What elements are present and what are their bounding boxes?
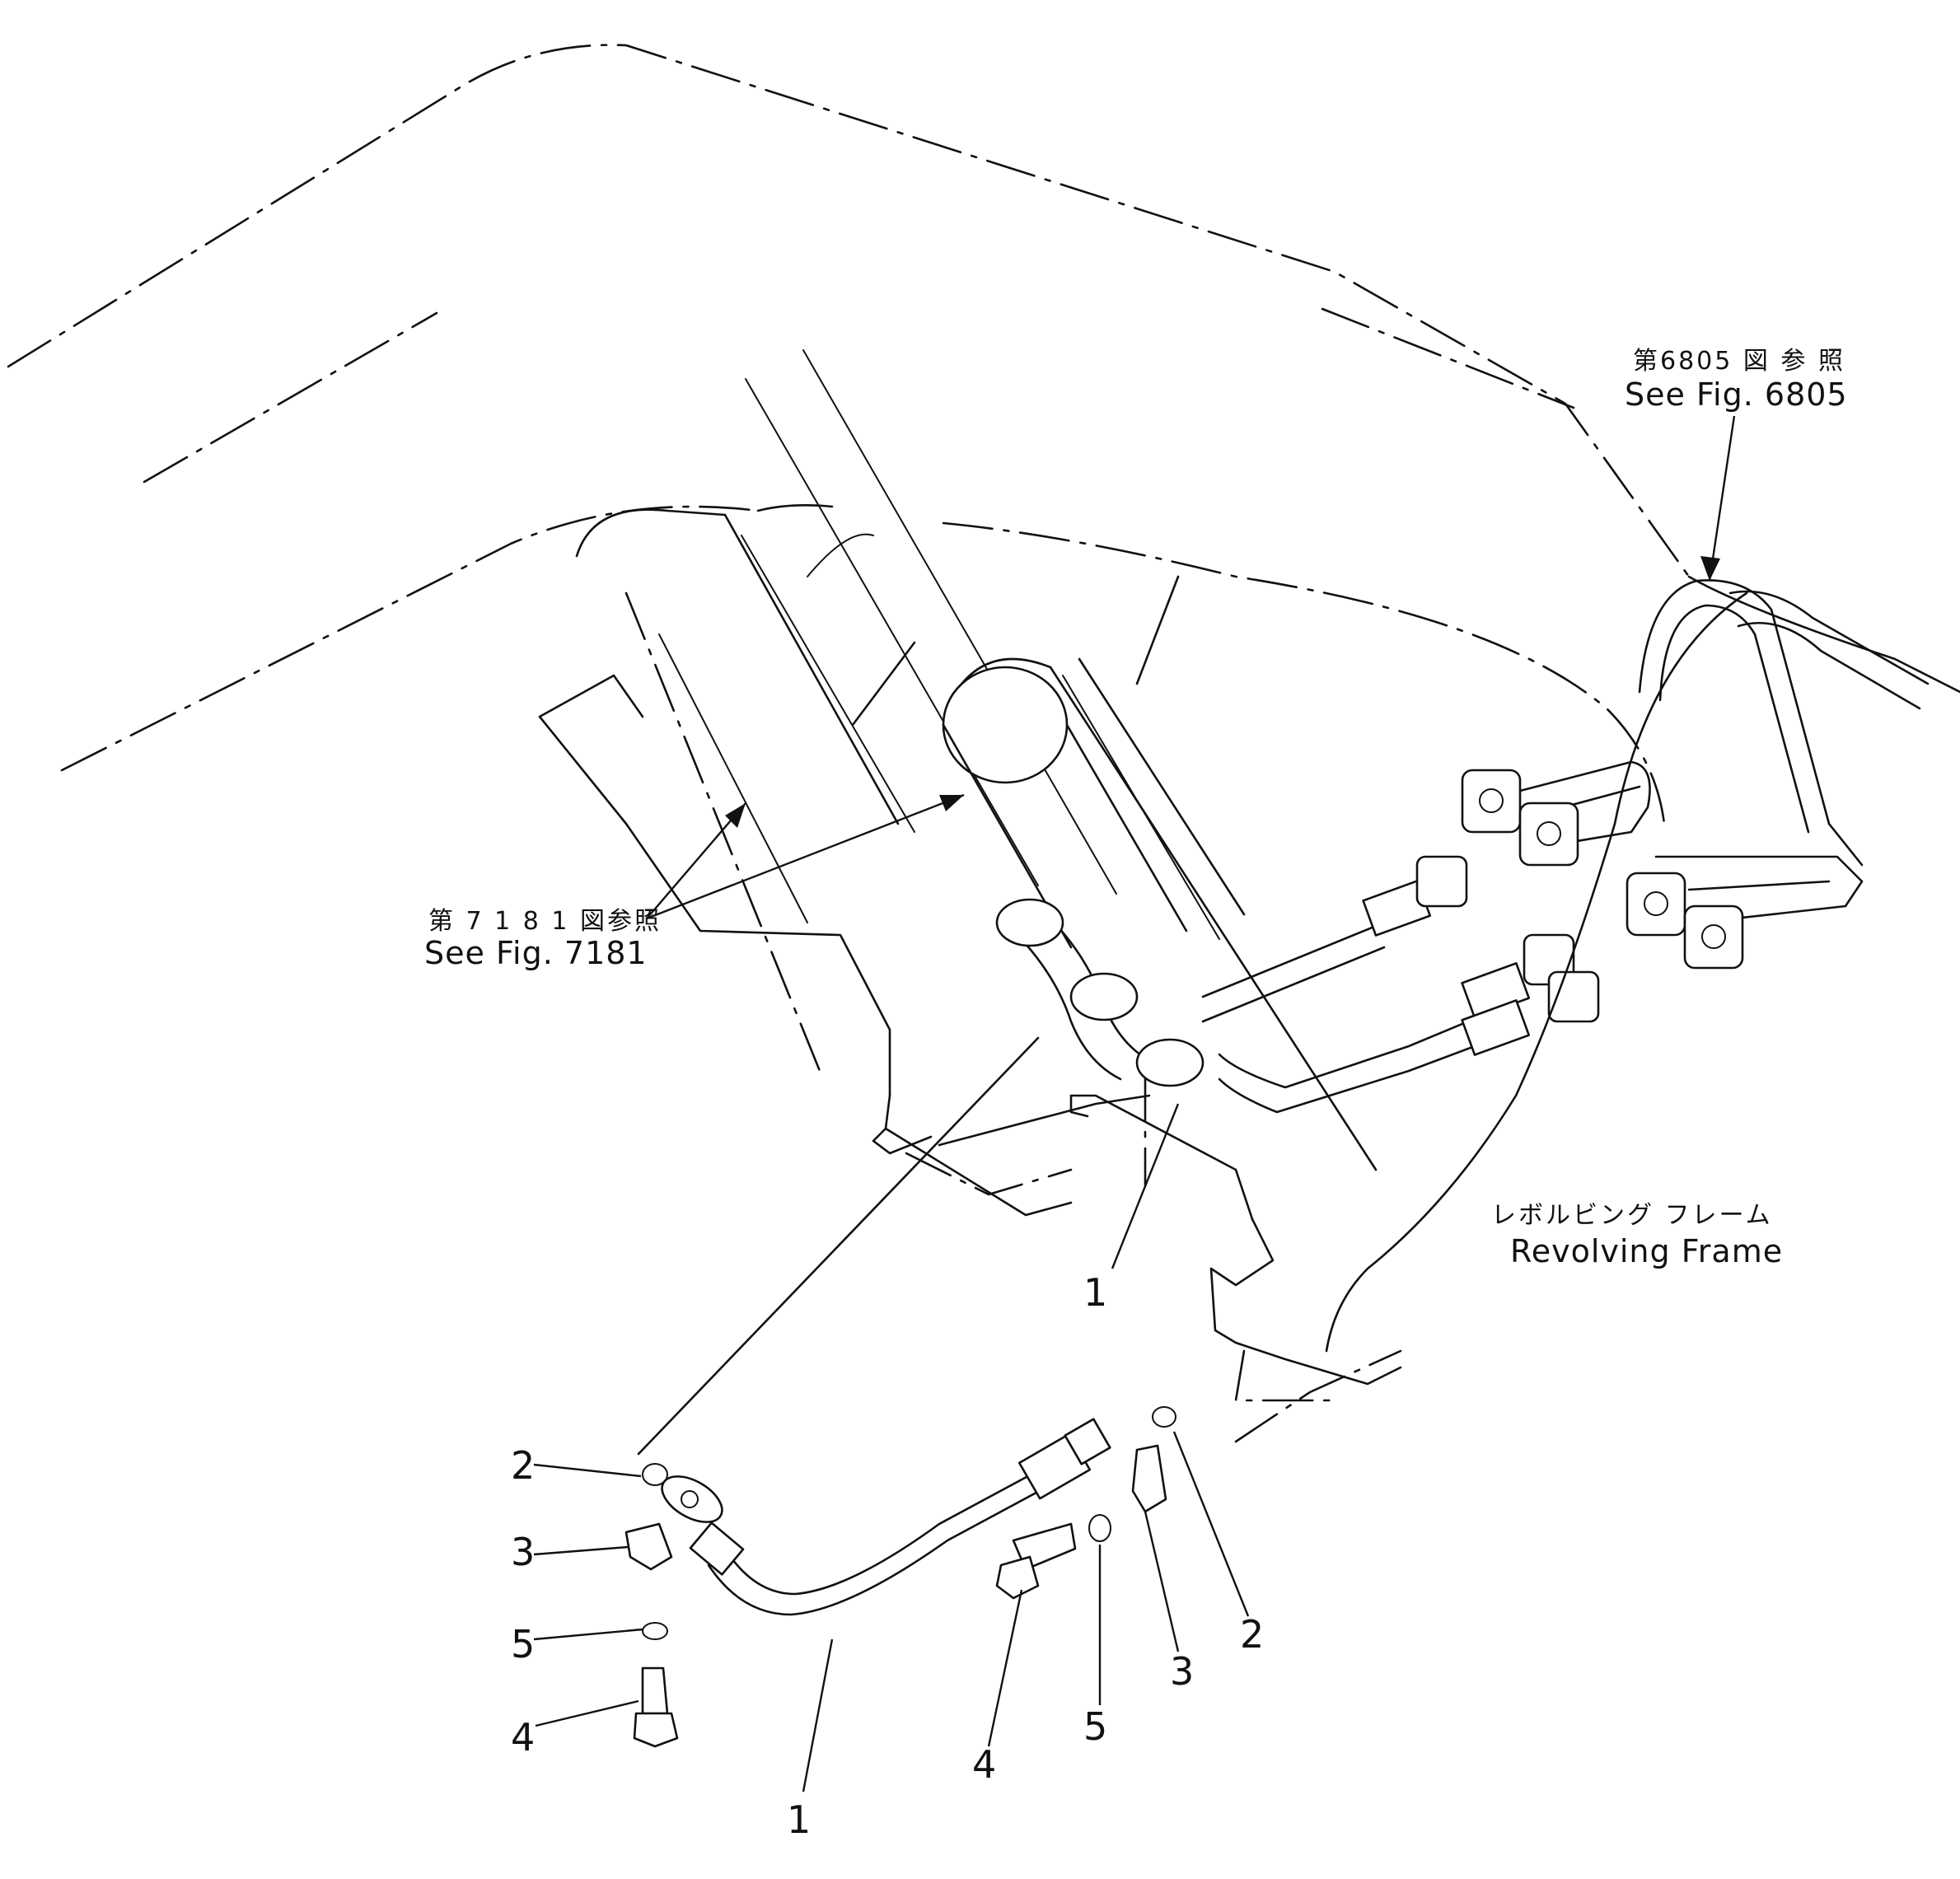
left-cylinder <box>575 508 915 1073</box>
callout-1-lower: 1 <box>787 1797 811 1842</box>
fig-7181-jp-label: 第 7 1 8 1 図参照 <box>428 907 662 936</box>
exploded-hose-assembly <box>624 1036 1176 1748</box>
fig-6805-jp-label: 第6805 図 参 照 <box>1633 347 1845 376</box>
hose-bundle <box>995 855 1600 1114</box>
callout-2-left: 2 <box>511 1443 535 1488</box>
callout-4-right: 4 <box>972 1742 996 1787</box>
callout-5-right: 5 <box>1083 1704 1107 1749</box>
reference-labels: 第6805 図 参 照 See Fig. 6805 第 7 1 8 1 図参照 … <box>424 347 1848 1269</box>
right-pipes <box>1325 579 1930 1353</box>
boom-cylinder <box>745 349 1378 1171</box>
callout-1-upper: 1 <box>1083 1270 1107 1315</box>
callout-leaders <box>533 1103 1250 1793</box>
revolving-frame-en-label: Revolving Frame <box>1510 1233 1783 1269</box>
revolving-frame-jp-label: レボルビング フレーム <box>1491 1201 1773 1230</box>
callout-3-right: 3 <box>1170 1649 1194 1694</box>
callout-4-left: 4 <box>511 1715 535 1760</box>
fig-6805-en-label: See Fig. 6805 <box>1625 376 1848 413</box>
callout-numbers: 1 1 2 2 3 3 4 4 5 5 <box>511 1270 1264 1842</box>
frame-bracket <box>538 674 1402 1443</box>
reference-leaders <box>646 415 1736 920</box>
callout-5-left: 5 <box>511 1622 535 1666</box>
callout-2-right: 2 <box>1240 1612 1264 1657</box>
fig-7181-en-label: See Fig. 7181 <box>424 935 648 971</box>
callout-3-left: 3 <box>511 1530 535 1574</box>
